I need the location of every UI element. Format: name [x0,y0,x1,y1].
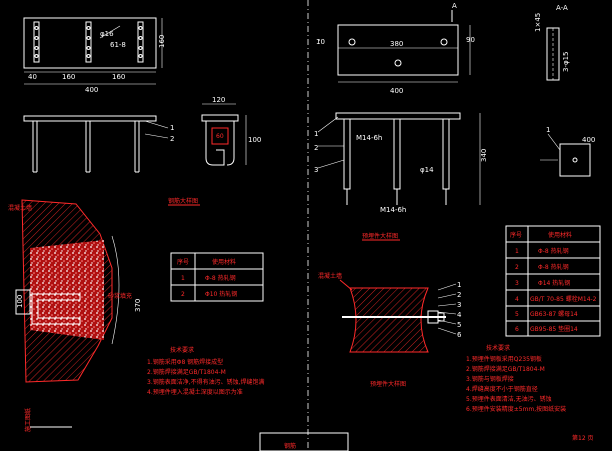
bolt-label-5: 5 [457,321,461,329]
dim-160a: 160 [62,73,75,81]
rt-r1-mat: Φ-8 热轧钢 [538,247,569,255]
bolt-label-1: 1 [457,281,461,289]
lt-r1-mat: Φ-8 热轧钢 [205,274,236,282]
plate-dim: 400 [582,136,595,144]
plan-note: 61-8 [110,41,126,49]
left-detail-title: 钢筋大样图 [168,197,198,205]
right-plan-view: A 10 380 400 90 [316,2,475,95]
right-label-1: 1 [314,130,318,138]
left-notes: 技术要求 1.钢筋采用Φ8 钢筋焊接成型 2.钢筋焊接满足GB/T1804-M … [147,346,265,396]
right-dim-h: 340 [480,149,488,162]
right-note-1: 1.预埋件钢板采用Q235钢板 [466,355,542,363]
dim-40: 40 [28,73,37,81]
section-dim-w: 120 [212,96,225,104]
left-note-1: 1.钢筋采用Φ8 钢筋焊接成型 [147,358,223,366]
plan-dim-a: 10 [316,38,325,46]
rt-r1-no: 1 [515,248,519,255]
right-note-5: 5.预埋件表面清洁,无油污、锈蚀 [466,395,552,403]
right-plate-detail: 1 400 [540,126,595,177]
left-note-2: 2.钢筋焊接满足GB/T1804-M [147,368,226,376]
right-wall-section: 混凝土墙 1 2 3 4 5 6 [318,272,462,353]
right-note-6: 6.预埋件安装精度±5mm,按图纸安装 [466,405,566,413]
bolt-label-6: 6 [457,331,462,339]
aa-dim-2: 3-φ15 [562,51,570,72]
dim-left-100: 100 [16,295,24,308]
left-label-1: 1 [170,124,174,132]
label-concrete: 混凝土墙 [8,204,32,212]
bolt-label-2: 2 [457,291,461,299]
plan-tag: φ16 [100,30,114,38]
right-note-3: 3.钢筋与钢板焊接 [466,375,514,383]
corner-label: 施工图纸 [24,408,32,432]
right-label-2: 2 [314,144,318,152]
lt-r2-mat: Φ10 热轧钢 [205,290,237,298]
left-label-2: 2 [170,135,174,143]
plan-dim-400: 400 [390,87,403,95]
rt-r5-no: 5 [515,311,519,318]
rt-r2-no: 2 [515,264,519,271]
left-elevation-view: 1 2 [23,115,174,173]
aa-section: A-A 1×45 3-φ15 [534,4,570,81]
rt-r5-mat: GB63-87 螺母14 [530,310,578,318]
lt-r1-no: 1 [181,275,185,282]
rt-r6-mat: GB95-85 垫圈14 [530,325,578,333]
right-dim-r: φ14 [420,166,434,174]
right-detail-title: 预埋件大样图 [362,232,398,240]
aa-dim-1: 1×45 [534,13,542,32]
rt-r4-no: 4 [515,296,519,303]
dim-160h: 160 [158,35,166,48]
plate-label: 1 [546,126,550,134]
bottom-title-block [259,432,349,451]
plan-dim-380: 380 [390,40,403,48]
left-plan-view: φ16 61-8 40 160 160 400 160 [23,17,166,94]
section-arrow-label: A [452,2,457,10]
rt-r3-mat: Φ14 热轧钢 [538,279,570,287]
page-label: 第12 页 [572,434,594,442]
section-dim-h: 100 [248,136,261,144]
right-note-2: 2.钢筋焊接满足GB/T1804-M [466,365,545,373]
right-material-table: 序号 使用材料 1 Φ-8 热轧钢 2 Φ-8 热轧钢 3 Φ14 热轧钢 4 … [505,225,601,337]
lt-header-material: 使用材料 [212,258,236,266]
rt-r4-mat: GB/T 70-85 螺栓M14-2 [530,295,597,303]
section-dim-b: 60 [216,133,224,140]
left-wall-section: 混凝土墙 砂浆填充 100 370 [8,199,142,383]
bolt-label-4: 4 [457,311,462,319]
left-notes-title: 技术要求 [170,346,194,354]
right-notes-title: 技术要求 [486,344,510,352]
bottom-title: 钢筋 [284,442,296,450]
bolt-label-3: 3 [457,301,461,309]
right-notes: 技术要求 1.预埋件钢板采用Q235钢板 2.钢筋焊接满足GB/T1804-M … [466,344,566,413]
rt-header-material: 使用材料 [548,231,572,239]
left-note-3: 3.钢筋表面洁净,不得有油污、锈蚀,焊缝饱满 [147,378,265,386]
dim-160b: 160 [112,73,125,81]
right-section-caption: 预埋件大样图 [370,380,406,388]
lt-r2-no: 2 [181,291,185,298]
plan-dim-90: 90 [466,36,475,44]
right-dim-note: M14-6h [356,134,382,142]
rt-r6-no: 6 [515,326,519,333]
dim-400: 400 [85,86,98,94]
left-note-4: 4.预埋件埋入混凝土深度以图示为准 [147,388,243,396]
left-material-table: 序号 使用材料 1 Φ-8 热轧钢 2 Φ10 热轧钢 [170,252,264,302]
label-grout: 砂浆填充 [108,292,132,300]
right-elevation-view: 1 2 3 340 φ14 M14-6h M14-6h [314,112,488,214]
label-wall: 混凝土墙 [318,272,342,280]
right-label-3: 3 [314,166,318,174]
right-dim-m: M14-6h [380,206,406,214]
dim-right-370: 370 [134,299,142,312]
aa-label: A-A [556,4,568,12]
left-section-view: 120 100 60 [201,96,261,166]
rt-r3-no: 3 [515,280,519,287]
right-note-4: 4.焊缝高度不小于钢筋直径 [466,385,538,393]
rt-header-no: 序号 [510,231,522,239]
rt-r2-mat: Φ-8 热轧钢 [538,263,569,271]
lt-header-no: 序号 [177,258,189,266]
